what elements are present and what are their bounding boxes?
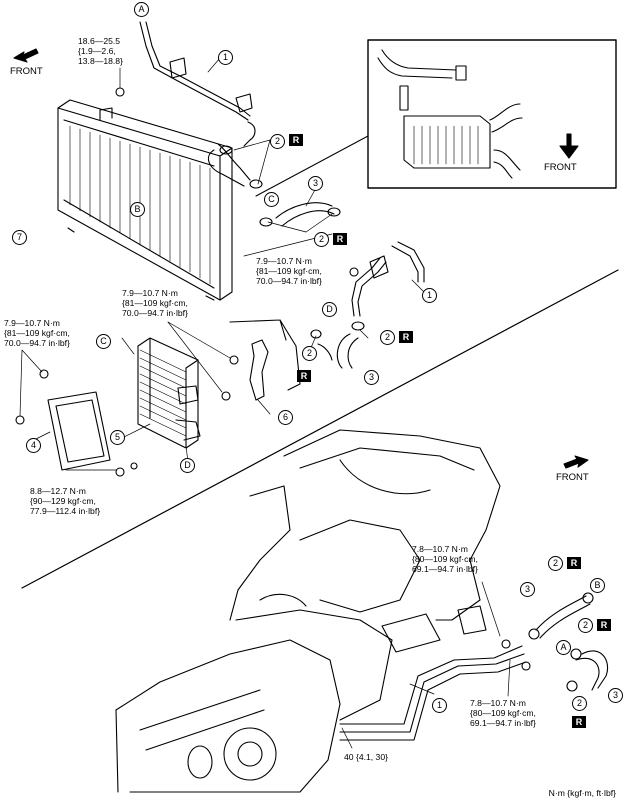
front-arrow-icon: [13, 48, 39, 63]
unit-note: N·m {kgf·m, ft·lbf}: [548, 788, 616, 798]
ref-3: 3: [520, 582, 535, 597]
ref-2: 2: [572, 696, 587, 711]
ref-D: D: [180, 458, 195, 473]
torque-spec-2: 7.9—10.7 N·m {81—109 kgf·cm, 70.0—94.7 i…: [256, 256, 322, 286]
ref-4: 4: [26, 438, 41, 453]
ref-2: 2: [380, 330, 395, 345]
cooler-gasket: [47, 391, 111, 471]
cooler-pipe-upper: [139, 21, 256, 147]
torque-spec-1: 18.6—25.5 {1.9—2.6, 13.8—18.8}: [78, 36, 123, 66]
hose-lower: [317, 333, 359, 369]
front-label: FRONT: [544, 162, 577, 173]
ref-3: 3: [608, 688, 623, 703]
front-arrow-icon: [559, 133, 579, 159]
torque-spec-4: 7.9—10.7 N·m {81—109 kgf·cm, 70.0—94.7 i…: [4, 318, 70, 348]
ref-B: B: [130, 202, 145, 217]
ref-2: 2: [578, 618, 593, 633]
front-label: FRONT: [10, 66, 43, 77]
torque-spec-3: 7.9—10.7 N·m {81—109 kgf·cm, 70.0—94.7 i…: [122, 288, 188, 318]
torque-spec-6: 7.8—10.7 N·m {80—109 kgf·cm, 69.1—94.7 i…: [412, 544, 478, 574]
ref-6: 6: [278, 410, 293, 425]
front-arrow-icon: [563, 455, 589, 469]
oil-cooler: [137, 337, 201, 449]
hoses-lower-right: [528, 592, 608, 692]
ref-C: C: [264, 192, 279, 207]
hose-upper: [207, 143, 335, 227]
ref-2: 2: [548, 556, 563, 571]
ref-1: 1: [432, 698, 447, 713]
ref-3: 3: [308, 176, 323, 191]
ref-5: 5: [110, 430, 125, 445]
replace-badge: R: [333, 233, 347, 245]
ref-7: 7: [12, 230, 27, 245]
replace-badge: R: [297, 370, 311, 382]
replace-badge: R: [289, 134, 303, 146]
ref-A: A: [134, 2, 149, 17]
hose-clamp: [219, 145, 365, 339]
ref-1: 1: [218, 50, 233, 65]
ref-B: B: [590, 578, 605, 593]
ref-2: 2: [270, 134, 285, 149]
ref-3: 3: [364, 370, 379, 385]
bolt: [15, 87, 531, 671]
ref-2: 2: [302, 346, 317, 361]
ref-1: 1: [422, 288, 437, 303]
torque-spec-7: 7.8—10.7 N·m {80—109 kgf·cm, 69.1—94.7 i…: [470, 698, 536, 728]
cooler-pipe-right: [351, 241, 425, 317]
ref-D: D: [322, 302, 337, 317]
leader-lines: [19, 57, 511, 749]
radiator: [57, 99, 233, 301]
oil-cooler-pipes-lower: [339, 605, 527, 741]
replace-badge: R: [399, 331, 413, 343]
replace-badge: R: [572, 716, 586, 728]
replace-badge: R: [567, 557, 581, 569]
torque-spec-5: 8.8—12.7 N·m {90—129 kgf·cm, 77.9—112.4 …: [30, 486, 101, 516]
inset-detail: [255, 39, 617, 197]
cooler-bracket: [229, 319, 301, 401]
ref-2: 2: [314, 232, 329, 247]
ref-A: A: [556, 640, 571, 655]
engine-transmission: [115, 429, 501, 793]
replace-badge: R: [597, 619, 611, 631]
section-divider: [21, 269, 619, 589]
front-label: FRONT: [556, 472, 589, 483]
ref-C: C: [96, 334, 111, 349]
torque-spec-8: 40 {4.1, 30}: [344, 752, 388, 762]
